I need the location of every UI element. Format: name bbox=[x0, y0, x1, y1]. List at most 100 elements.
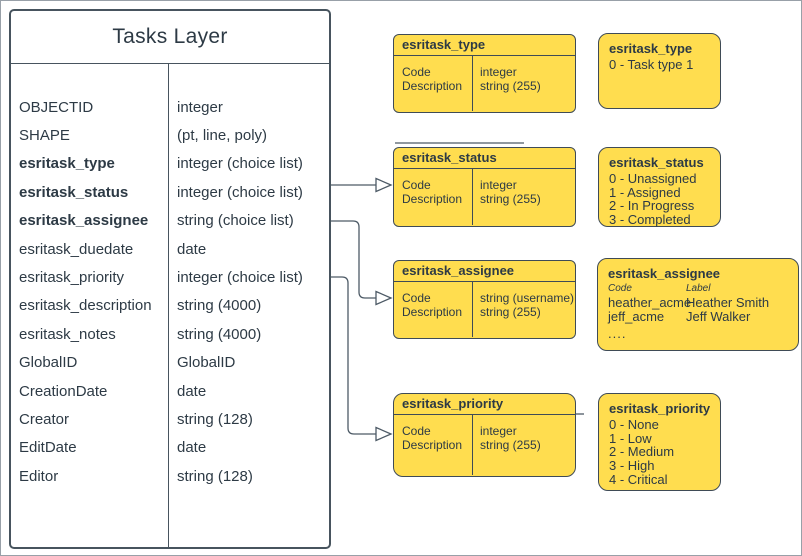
value-list-item: 0 - Unassigned bbox=[609, 171, 697, 186]
domain-field-type: string (255) bbox=[480, 438, 541, 452]
field-name: esritask_priority bbox=[19, 269, 125, 287]
field-type: GlobalID bbox=[177, 354, 236, 372]
field-type: integer bbox=[177, 98, 223, 116]
field-type: integer (choice list) bbox=[177, 183, 303, 201]
table-row: EditDate date bbox=[11, 434, 329, 462]
domain-field-type: integer bbox=[480, 65, 517, 79]
field-type: string (4000) bbox=[177, 297, 262, 315]
table-row: SHAPE (pt, line, poly) bbox=[11, 121, 329, 149]
value-label: Jeff Walker bbox=[686, 308, 751, 324]
field-name: Editor bbox=[19, 467, 59, 485]
domain-table-title: esritask_priority bbox=[394, 394, 575, 415]
value-list-item: 1 - Low bbox=[609, 430, 652, 446]
table-title: Tasks Layer bbox=[11, 11, 329, 64]
table-row: esritask_priority integer (choice list) bbox=[11, 263, 329, 291]
field-type: string (128) bbox=[177, 467, 253, 485]
value-label: Heather Smith bbox=[686, 295, 770, 310]
domain-field-type: integer bbox=[480, 178, 517, 192]
table-row: Creator string (128) bbox=[11, 405, 329, 433]
value-code: heather_acme bbox=[608, 295, 692, 310]
value-list-item: 0 - Task type 1 bbox=[609, 57, 694, 72]
field-type: (pt, line, poly) bbox=[177, 127, 268, 145]
connector-priority-arrowhead bbox=[375, 426, 393, 442]
field-type: date bbox=[177, 382, 207, 400]
value-list-row: jeff_acme Jeff Walker bbox=[608, 308, 792, 324]
field-name: GlobalID bbox=[19, 354, 78, 372]
field-type: integer (choice list) bbox=[177, 269, 303, 287]
field-name: esritask_assignee bbox=[19, 212, 149, 230]
table-row: esritask_duedate date bbox=[11, 235, 329, 263]
field-name: EditDate bbox=[19, 439, 77, 457]
field-type: date bbox=[177, 439, 207, 457]
value-list-item: 3 - High bbox=[609, 458, 655, 474]
domain-field-name: Description bbox=[402, 305, 463, 319]
table-row: Editor string (128) bbox=[11, 462, 329, 490]
field-type: string (128) bbox=[177, 410, 253, 428]
table-row: esritask_type integer (choice list) bbox=[11, 150, 329, 178]
value-list-ellipsis: .... bbox=[608, 326, 627, 341]
field-type: string (4000) bbox=[177, 325, 262, 343]
value-list-item: 2 - In Progress bbox=[609, 198, 695, 214]
connector-priority-line bbox=[331, 276, 376, 435]
value-list-item: 3 - Completed bbox=[609, 212, 691, 228]
domain-field-name: Code bbox=[402, 424, 431, 438]
field-name: SHAPE bbox=[19, 127, 70, 145]
field-type: string (choice list) bbox=[177, 212, 294, 230]
field-name: esritask_duedate bbox=[19, 240, 134, 258]
connector-status-arrowhead bbox=[375, 177, 393, 193]
field-name: Creator bbox=[19, 410, 70, 428]
domain-field-name: Code bbox=[402, 65, 431, 79]
value-list-column-headers: Code Label bbox=[608, 283, 792, 294]
domain-field-name: Description bbox=[402, 438, 463, 452]
table-row: CreationDate date bbox=[11, 377, 329, 405]
column-header: Label bbox=[686, 283, 711, 294]
value-list-title: esritask_assignee bbox=[608, 266, 721, 281]
domain-table-title: esritask_assignee bbox=[394, 261, 575, 282]
table-row: esritask_status integer (choice list) bbox=[11, 178, 329, 206]
domain-field-types: string (username)string (255) bbox=[472, 291, 574, 337]
domain-field-name: Code bbox=[402, 291, 431, 305]
field-name: esritask_type bbox=[19, 155, 115, 173]
domain-field-name: Description bbox=[402, 79, 463, 93]
field-name: esritask_notes bbox=[19, 325, 116, 343]
field-type: integer (choice list) bbox=[177, 155, 303, 173]
value-code: jeff_acme bbox=[608, 308, 665, 324]
table-row: GlobalID GlobalID bbox=[11, 349, 329, 377]
value-list-title: esritask_status bbox=[609, 155, 704, 170]
field-name: esritask_status bbox=[19, 183, 129, 201]
connector-assignee-line bbox=[331, 220, 376, 299]
field-name: CreationDate bbox=[19, 382, 108, 400]
domain-field-type: string (255) bbox=[480, 79, 541, 93]
table-row: esritask_assignee string (choice list) bbox=[11, 207, 329, 235]
column-header: Code bbox=[608, 283, 632, 294]
value-list-title: esritask_priority bbox=[609, 401, 711, 416]
domain-table-title: esritask_status bbox=[394, 148, 575, 169]
domain-field-type: integer bbox=[480, 424, 517, 438]
field-type: date bbox=[177, 240, 207, 258]
connector-assignee-arrowhead bbox=[375, 290, 393, 306]
value-list-item: 2 - Medium bbox=[609, 444, 675, 460]
